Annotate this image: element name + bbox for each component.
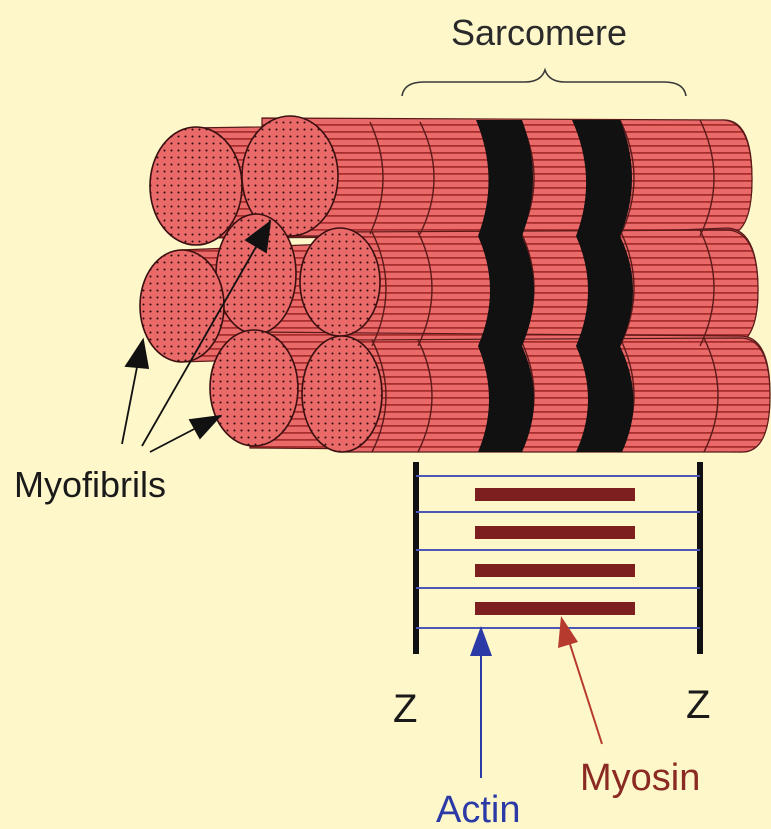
z-label-right: Z <box>686 683 710 727</box>
myofibril-cylinder <box>340 338 770 452</box>
sarcomere-label: Sarcomere <box>451 12 627 53</box>
myosin-label: Myosin <box>580 757 700 799</box>
myofibril-cylinder <box>340 230 758 346</box>
myosin-arrow <box>558 616 602 744</box>
myosin-filament <box>475 488 635 501</box>
myosin-filament <box>475 564 635 577</box>
myofibril-end <box>140 250 224 362</box>
sarcomere-schematic <box>416 462 700 654</box>
myofibril-end <box>210 330 298 446</box>
myofibril-end <box>302 336 382 452</box>
sarcomere-brace <box>402 70 686 96</box>
myofibrils-label: Myofibrils <box>14 464 166 505</box>
actin-label: Actin <box>436 789 520 829</box>
myosin-filament <box>475 526 635 539</box>
myofibril-end <box>300 228 380 336</box>
z-label-left: Z <box>393 687 417 731</box>
myofibril-end <box>150 127 242 245</box>
actin-arrow <box>470 626 492 778</box>
myosin-filament <box>475 602 635 615</box>
